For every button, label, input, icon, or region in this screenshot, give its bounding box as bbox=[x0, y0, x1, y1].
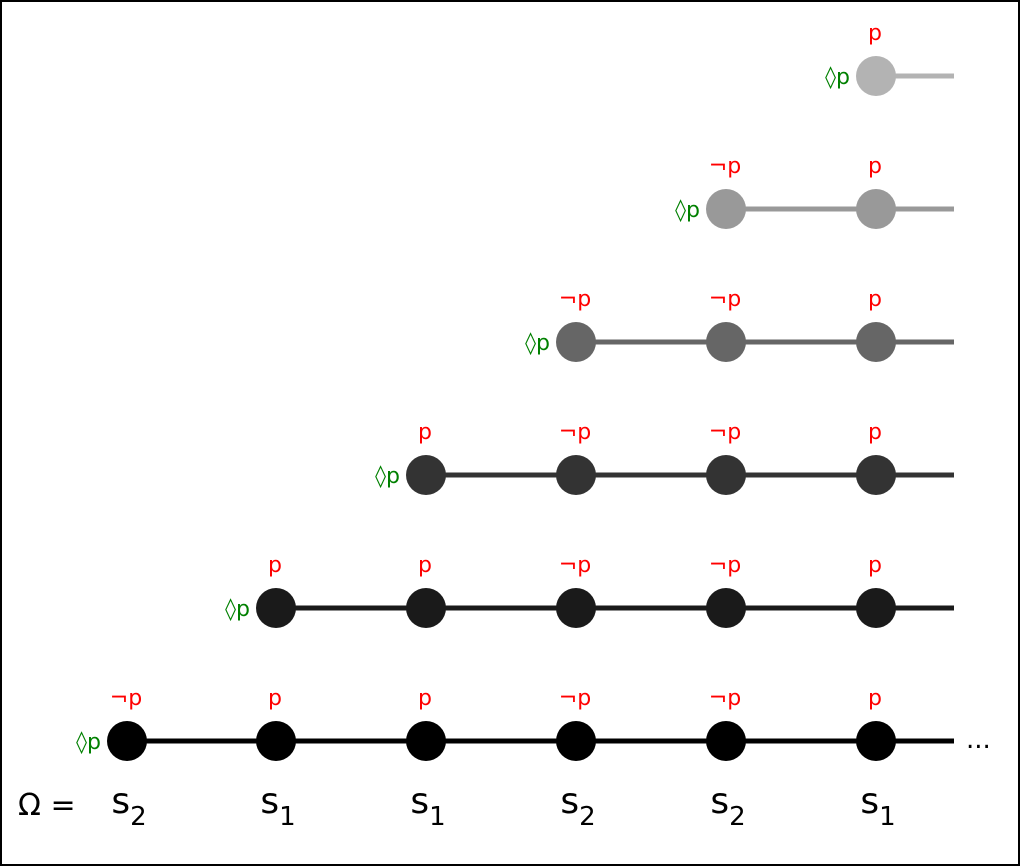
diamond-p-label: ◊p bbox=[225, 597, 250, 622]
prop-label: ¬p bbox=[709, 686, 741, 711]
trace-row: ◊p ¬p ¬p p bbox=[525, 287, 954, 362]
state-node bbox=[706, 721, 746, 761]
rows-layer: ◊p ¬p p p ¬p ¬p p ◊p p p ¬p ¬p p ◊p p ¬p ¬p p ◊p ¬p ¬p p ◊p ¬p p… bbox=[76, 21, 954, 761]
prop-label: ¬p bbox=[709, 420, 741, 445]
state-name-subscript: 1 bbox=[879, 802, 896, 832]
prop-label: p bbox=[868, 553, 882, 578]
trace-row: ◊p p bbox=[825, 21, 954, 96]
state-node bbox=[706, 588, 746, 628]
diamond-p-label: ◊p bbox=[675, 198, 700, 223]
state-node bbox=[256, 721, 296, 761]
state-name-base: s bbox=[860, 781, 879, 822]
prop-label: p bbox=[868, 420, 882, 445]
diamond-p-label: ◊p bbox=[375, 464, 400, 489]
state-name-base: s bbox=[560, 781, 579, 822]
state-name-base: s bbox=[410, 781, 429, 822]
prop-label: ¬p bbox=[559, 553, 591, 578]
state-name: s2 bbox=[560, 781, 595, 832]
state-node bbox=[556, 721, 596, 761]
state-name: s2 bbox=[111, 781, 146, 832]
state-node bbox=[406, 455, 446, 495]
prop-label: p bbox=[418, 686, 432, 711]
state-name: s2 bbox=[710, 781, 745, 832]
prop-label: p bbox=[418, 553, 432, 578]
state-name: s1 bbox=[860, 781, 895, 832]
state-node bbox=[706, 322, 746, 362]
state-name-base: s bbox=[111, 781, 130, 822]
prop-label: ¬p bbox=[559, 287, 591, 312]
prop-label: p bbox=[268, 553, 282, 578]
state-node bbox=[706, 189, 746, 229]
state-node bbox=[406, 721, 446, 761]
state-node bbox=[856, 189, 896, 229]
state-node bbox=[856, 721, 896, 761]
state-name: s1 bbox=[410, 781, 445, 832]
state-node bbox=[107, 721, 147, 761]
prop-label: ¬p bbox=[709, 287, 741, 312]
prop-label: ¬p bbox=[559, 686, 591, 711]
state-name-base: s bbox=[710, 781, 729, 822]
prop-label: p bbox=[418, 420, 432, 445]
prop-label: p bbox=[868, 154, 882, 179]
state-name-subscript: 2 bbox=[130, 802, 147, 832]
state-node bbox=[556, 322, 596, 362]
state-name: s1 bbox=[260, 781, 295, 832]
state-name-subscript: 1 bbox=[279, 802, 296, 832]
state-node bbox=[556, 455, 596, 495]
prop-label: ¬p bbox=[110, 686, 142, 711]
trace-row: ◊p ¬p p p ¬p ¬p p bbox=[76, 686, 954, 761]
prop-label: p bbox=[868, 21, 882, 46]
state-name-base: s bbox=[260, 781, 279, 822]
trace-row: ◊p p p ¬p ¬p p bbox=[225, 553, 954, 628]
prop-label: p bbox=[868, 686, 882, 711]
trace-row: ◊p p ¬p ¬p p bbox=[375, 420, 954, 495]
state-node bbox=[856, 588, 896, 628]
diamond-p-label: ◊p bbox=[76, 730, 101, 755]
trace-row: ◊p ¬p p bbox=[675, 154, 954, 229]
prop-label: ¬p bbox=[559, 420, 591, 445]
prop-label: p bbox=[268, 686, 282, 711]
state-node bbox=[706, 455, 746, 495]
prop-label: p bbox=[868, 287, 882, 312]
ellipsis: ... bbox=[966, 725, 991, 755]
state-node bbox=[856, 322, 896, 362]
omega-label: Ω = bbox=[18, 788, 76, 823]
state-node bbox=[556, 588, 596, 628]
state-node bbox=[406, 588, 446, 628]
state-node bbox=[256, 588, 296, 628]
prop-label: ¬p bbox=[709, 154, 741, 179]
state-name-subscript: 1 bbox=[429, 802, 446, 832]
diamond-p-label: ◊p bbox=[825, 65, 850, 90]
state-name-subscript: 2 bbox=[729, 802, 746, 832]
state-node bbox=[856, 455, 896, 495]
state-node bbox=[856, 56, 896, 96]
state-name-subscript: 2 bbox=[579, 802, 596, 832]
prop-label: ¬p bbox=[709, 553, 741, 578]
diamond-p-label: ◊p bbox=[525, 331, 550, 356]
